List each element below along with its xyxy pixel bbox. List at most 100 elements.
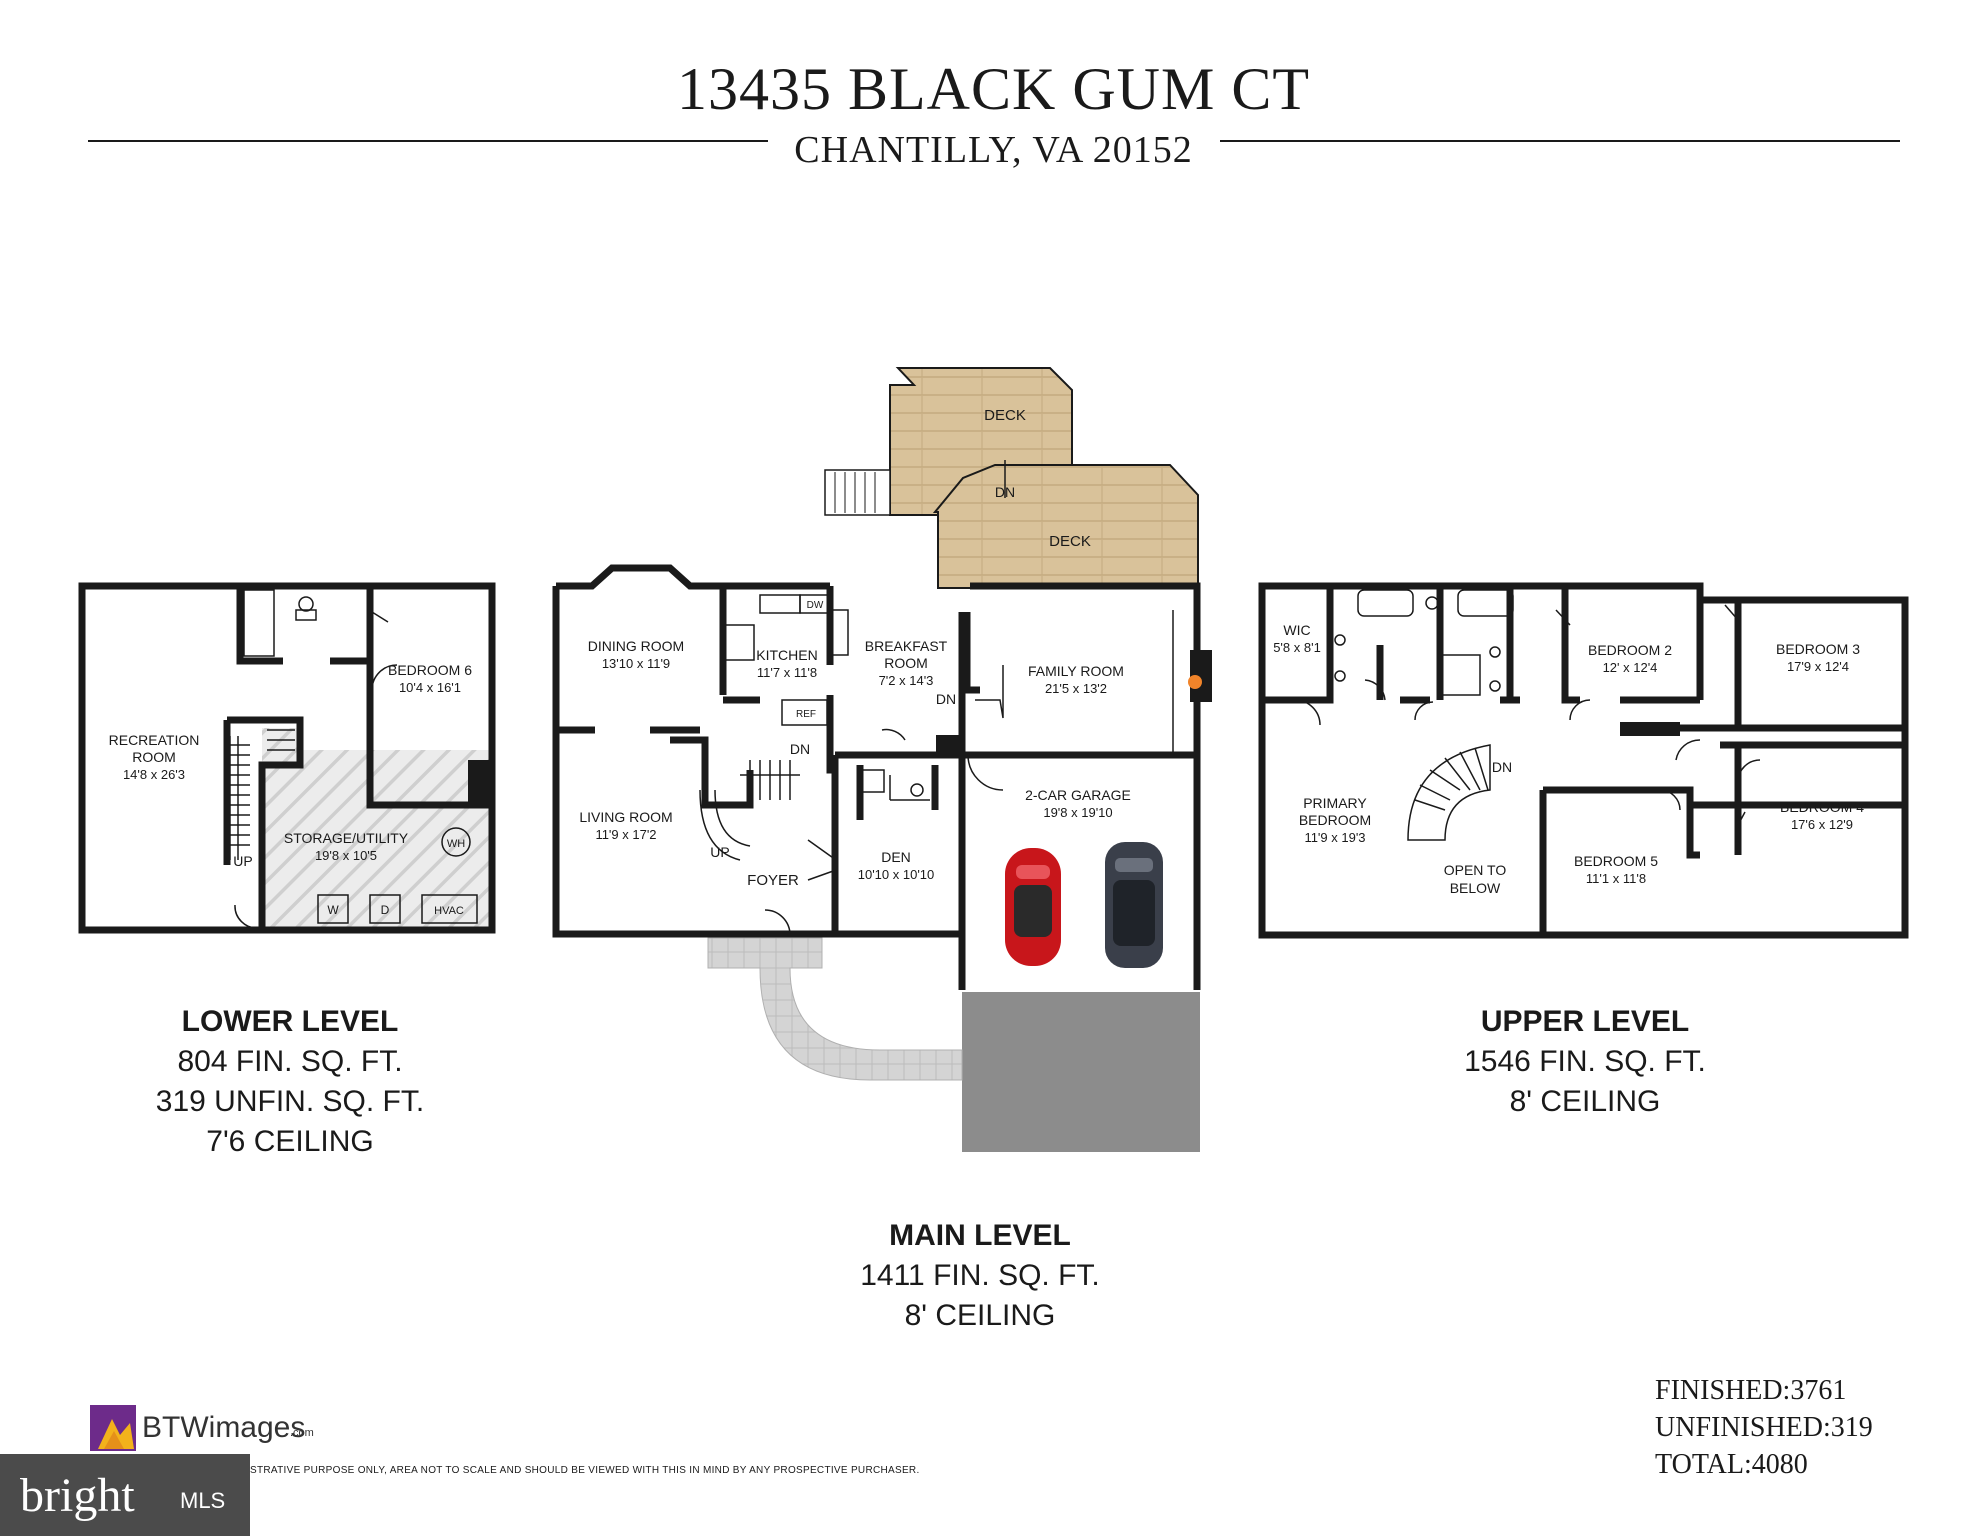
title-rule-left — [88, 140, 768, 142]
upper-level-fin: 1546 FIN. SQ. FT. — [1464, 1045, 1706, 1078]
mls-text: MLS — [180, 1488, 226, 1513]
stairs-dn-label: DN — [790, 741, 810, 757]
garage-dims: 19'8 x 19'10 — [1043, 805, 1112, 820]
main-fixtures — [699, 594, 1202, 936]
walkway — [707, 937, 963, 1081]
total-value: 4080 — [1751, 1449, 1808, 1480]
unfinished-value: 319 — [1830, 1412, 1873, 1443]
bedroom6-dims: 10'4 x 16'1 — [399, 680, 461, 695]
bedroom4-label: BEDROOM 4 — [1780, 799, 1864, 815]
lower-level-summary: LOWER LEVEL 804 FIN. SQ. FT. 319 UNFIN. … — [130, 1002, 450, 1162]
lower-level-unfin: 319 UNFIN. SQ. FT. — [155, 1085, 425, 1118]
main-level-plan: DECK DN DECK DINING ROOM 13'10 x 11'9 KI… — [552, 367, 1212, 1152]
bright-text: bright — [20, 1469, 135, 1522]
lower-deck — [932, 464, 1199, 589]
upper-level-summary: UPPER LEVEL 1546 FIN. SQ. FT. 8' CEILING — [1425, 1002, 1745, 1122]
storage-label: STORAGE/UTILITY — [284, 830, 409, 846]
title-rule-right — [1220, 140, 1900, 142]
foyer-label: FOYER — [747, 872, 799, 889]
bedroom6-label: BEDROOM 6 — [388, 662, 472, 678]
den-label: DEN — [881, 849, 911, 865]
upper-level-ceiling: 8' CEILING — [1509, 1085, 1661, 1118]
storage-dims: 19'8 x 10'5 — [315, 848, 377, 863]
finished-label: FINISHED: — [1655, 1375, 1791, 1406]
primary-bedroom-label-2: BEDROOM — [1299, 812, 1371, 828]
lower-level-plan: RECREATION ROOM 14'8 x 26'3 BEDROOM 6 10… — [78, 582, 496, 934]
lower-walls — [78, 582, 496, 934]
primary-bedroom-label: PRIMARY — [1303, 795, 1367, 811]
upper-dn-label: DN — [1492, 759, 1512, 775]
lower-deck-label: DECK — [1049, 533, 1091, 550]
bedroom5-dims: 11'1 x 11'8 — [1586, 871, 1646, 886]
breakfast-room-label-2: ROOM — [884, 655, 928, 671]
dining-room-label: DINING ROOM — [588, 638, 684, 654]
den-dims: 10'10 x 10'10 — [858, 867, 935, 882]
family-dn-label: DN — [936, 691, 956, 707]
lower-level-ceiling: 7'6 CEILING — [206, 1125, 374, 1158]
dark-car — [1105, 842, 1163, 968]
city-subtitle: CHANTILLY, VA 20152 — [794, 129, 1193, 171]
flower-icon — [90, 1405, 136, 1451]
main-level-ceiling: 8' CEILING — [904, 1299, 1056, 1332]
bedroom3-dims: 17'9 x 12'4 — [1787, 659, 1849, 674]
upper-fixtures — [1294, 589, 1761, 841]
lower-up-label: UP — [233, 853, 252, 869]
garage-label: 2-CAR GARAGE — [1025, 787, 1131, 803]
bright-mls-badge: bright MLS — [0, 1454, 250, 1536]
upper-walls — [1258, 582, 1909, 939]
family-room-label: FAMILY ROOM — [1028, 663, 1124, 679]
main-level-fin: 1411 FIN. SQ. FT. — [860, 1259, 1100, 1292]
water-heater-label: WH — [447, 838, 465, 850]
primary-bedroom-dims: 11'9 x 19'3 — [1304, 830, 1365, 845]
family-room-dims: 21'5 x 13'2 — [1045, 681, 1107, 696]
deck-dn-label: DN — [995, 484, 1015, 500]
dryer-label: D — [381, 903, 390, 917]
recreation-room-label: RECREATION — [109, 732, 200, 748]
hvac-label: HVAC — [434, 905, 464, 917]
dishwasher-label: DW — [807, 600, 824, 611]
kitchen-label: KITCHEN — [756, 647, 817, 663]
btwimages-text: BTWimages — [142, 1411, 306, 1444]
lower-fixtures — [229, 589, 478, 929]
btwimages-suffix: .com — [290, 1427, 314, 1439]
main-level-summary: MAIN LEVEL 1411 FIN. SQ. FT. 8' CEILING — [820, 1216, 1140, 1336]
lower-level-name: LOWER LEVEL — [181, 1005, 399, 1038]
bedroom5-label: BEDROOM 5 — [1574, 853, 1658, 869]
bedroom2-label: BEDROOM 2 — [1588, 642, 1672, 658]
wic-label: WIC — [1283, 622, 1310, 638]
bedroom2-dims: 12' x 12'4 — [1603, 660, 1658, 675]
disclaimer-text: STRATIVE PURPOSE ONLY, AREA NOT TO SCALE… — [250, 1465, 920, 1476]
open-to-below-label: OPEN TO — [1444, 862, 1507, 878]
red-car — [1005, 848, 1061, 966]
breakfast-room-dims: 7'2 x 14'3 — [879, 673, 934, 688]
bedroom3-label: BEDROOM 3 — [1776, 641, 1860, 657]
dining-room-dims: 13'10 x 11'9 — [602, 656, 670, 671]
upper-deck-label: DECK — [984, 407, 1026, 424]
total-label: TOTAL: — [1655, 1449, 1752, 1480]
main-level-name: MAIN LEVEL — [889, 1219, 1071, 1252]
living-room-label: LIVING ROOM — [579, 809, 672, 825]
washer-label: W — [327, 903, 339, 917]
wic-dims: 5'8 x 8'1 — [1273, 640, 1321, 655]
address-title: 13435 BLACK GUM CT — [676, 56, 1311, 122]
upper-level-name: UPPER LEVEL — [1480, 1005, 1690, 1038]
square-footage-totals: FINISHED:3761 UNFINISHED:319 TOTAL:4080 — [1655, 1372, 1873, 1483]
breakfast-room-label: BREAKFAST — [865, 638, 948, 654]
kitchen-dims: 11'7 x 11'8 — [757, 665, 817, 680]
driveway — [962, 992, 1200, 1152]
open-to-below-label-2: BELOW — [1450, 880, 1501, 896]
finished-value: 3761 — [1790, 1375, 1847, 1406]
refrigerator-label: REF — [796, 709, 816, 720]
living-room-dims: 11'9 x 17'2 — [595, 827, 656, 842]
unfinished-label: UNFINISHED: — [1655, 1412, 1831, 1443]
recreation-room-dims: 14'8 x 26'3 — [123, 767, 185, 782]
btwimages-logo: BTWimages .com — [90, 1405, 380, 1455]
storage-hatch — [290, 750, 490, 930]
recreation-room-label-2: ROOM — [132, 749, 176, 765]
bedroom4-dims: 17'6 x 12'9 — [1791, 817, 1853, 832]
main-walls — [552, 564, 1201, 990]
stairs-up-label: UP — [710, 844, 729, 860]
lower-level-fin: 804 FIN. SQ. FT. — [177, 1045, 403, 1078]
upper-level-plan: WIC 5'8 x 8'1 BEDROOM 2 12' x 12'4 BEDRO… — [1258, 582, 1909, 939]
